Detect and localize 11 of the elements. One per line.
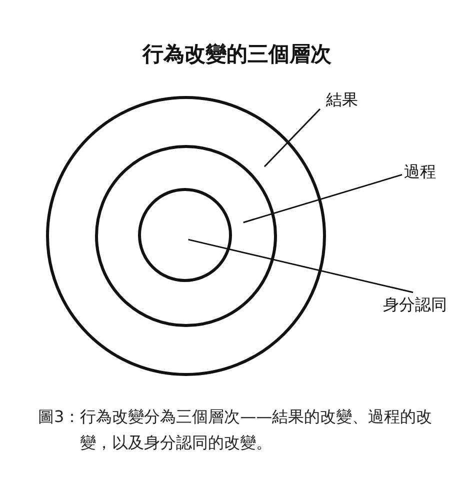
caption: 圖3：行為改變分為三個層次——結果的改變、過程的改變，以及身分認同的改變。 (38, 406, 434, 454)
title: 行為改變的三個層次 (141, 41, 332, 68)
leader-line (243, 174, 402, 224)
label-text: 結果 (326, 91, 358, 109)
leader-line (264, 108, 321, 168)
circle (94, 144, 276, 326)
circle (138, 188, 232, 282)
circle (46, 96, 326, 376)
label-text: 身分認同 (383, 296, 447, 314)
label-text: 過程 (404, 163, 436, 181)
leader-line (188, 238, 414, 294)
